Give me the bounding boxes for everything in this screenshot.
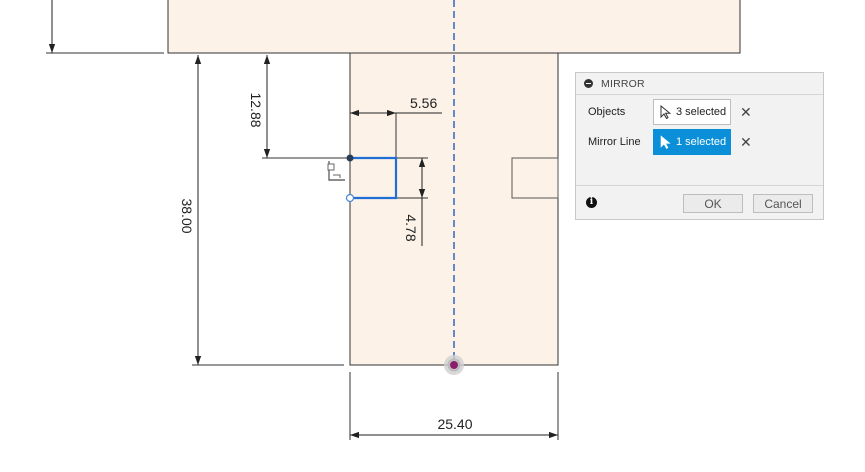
cursor-arrow-icon xyxy=(660,135,671,149)
mirror-line-row: Mirror Line 1 selected ✕ xyxy=(576,127,823,157)
notch-profile xyxy=(511,157,559,199)
ok-button[interactable]: OK xyxy=(683,194,743,213)
dim-25-40-text[interactable]: 25.40 xyxy=(437,416,472,432)
mirror-dialog: MIRROR Objects 3 selected ✕ Mirror Line … xyxy=(575,72,824,220)
coincident-constraint-icon[interactable] xyxy=(326,160,347,184)
mirror-line-value: 1 selected xyxy=(676,136,727,148)
objects-label: Objects xyxy=(588,106,626,118)
dialog-footer: i OK Cancel xyxy=(576,185,823,220)
origin-point-icon[interactable] xyxy=(444,355,464,375)
sketch-point-bottom[interactable] xyxy=(345,193,355,203)
mirror-line-label: Mirror Line xyxy=(588,136,641,148)
clear-objects-close-icon[interactable]: ✕ xyxy=(740,103,752,120)
dim-5-56-text[interactable]: 5.56 xyxy=(410,95,437,111)
objects-select-button[interactable]: 3 selected xyxy=(653,99,731,125)
info-icon[interactable]: i xyxy=(586,197,597,208)
dim-12-88-text[interactable]: 12.88 xyxy=(248,92,264,127)
clear-mirror-line-close-icon[interactable]: ✕ xyxy=(740,133,752,150)
objects-value: 3 selected xyxy=(676,106,727,118)
dialog-header[interactable]: MIRROR xyxy=(576,73,823,95)
mirror-line-select-button[interactable]: 1 selected xyxy=(653,129,731,155)
dialog-title: MIRROR xyxy=(601,77,645,90)
selected-sketch-profile[interactable] xyxy=(350,156,398,200)
objects-row: Objects 3 selected ✕ xyxy=(576,97,823,127)
cancel-button[interactable]: Cancel xyxy=(753,194,813,213)
collapse-icon[interactable] xyxy=(584,79,593,88)
cursor-arrow-icon xyxy=(660,105,672,119)
sketch-point-top[interactable] xyxy=(346,154,354,162)
dim-4-78-text[interactable]: 4.78 xyxy=(403,214,419,241)
dim-38-00-text[interactable]: 38.00 xyxy=(179,198,195,233)
